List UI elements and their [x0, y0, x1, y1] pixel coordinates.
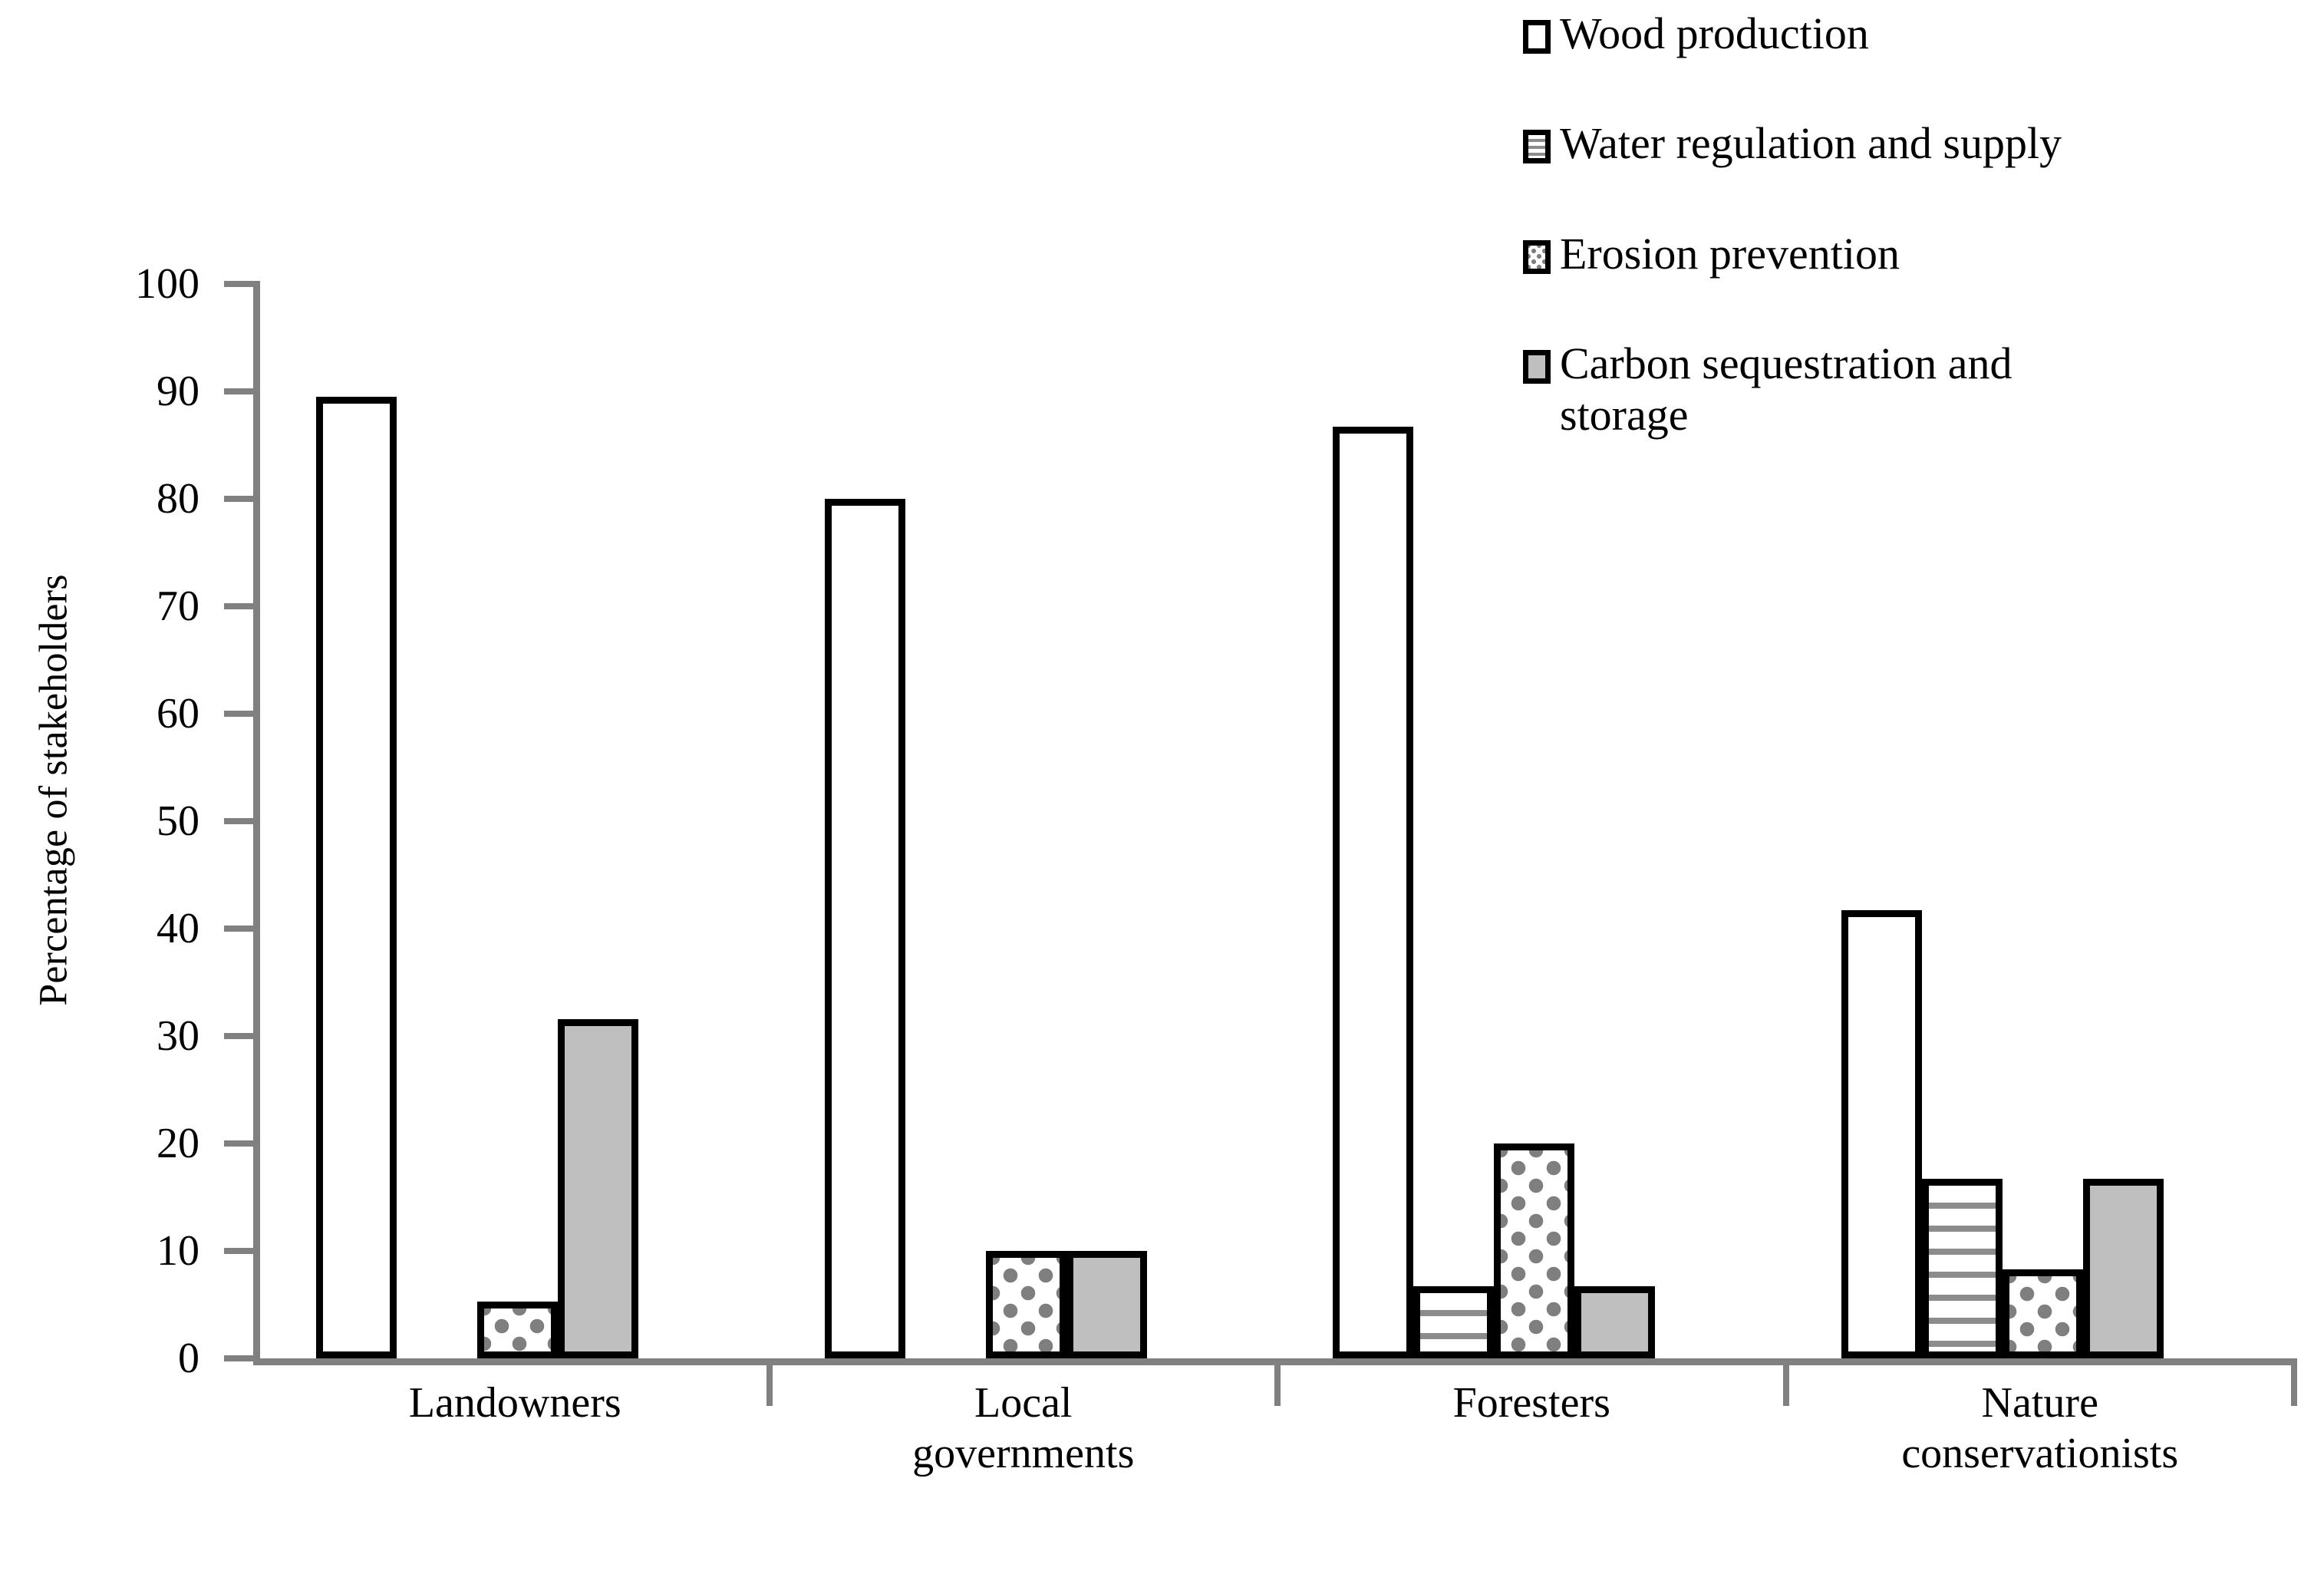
legend-swatch-wood-icon	[1523, 20, 1551, 54]
bar-water[interactable]	[1413, 1286, 1494, 1358]
bar-erosion[interactable]	[1494, 1143, 1574, 1358]
y-tick-label: 50	[157, 797, 199, 845]
y-tick-mark	[224, 1033, 258, 1039]
bar-erosion[interactable]	[985, 1251, 1066, 1358]
y-tick-mark	[224, 711, 258, 717]
y-tick-mark	[224, 818, 258, 824]
legend-label-line: Wood production	[1560, 8, 1869, 58]
x-category-label-line: conservationists	[1901, 1430, 2179, 1478]
bar-wood[interactable]	[1333, 427, 1413, 1358]
y-tick-label: 40	[157, 905, 199, 952]
x-category-label-line: governments	[912, 1430, 1135, 1478]
legend-label-line: Erosion prevention	[1560, 228, 1900, 279]
y-tick-label: 10	[157, 1227, 199, 1275]
bar-wood[interactable]	[316, 397, 397, 1358]
bar-carbon[interactable]	[1574, 1286, 1655, 1358]
bar-group	[770, 284, 1278, 1358]
legend-item[interactable]: Water regulation and supply	[1523, 117, 2321, 169]
bar-wood[interactable]	[1841, 910, 1922, 1358]
bar-erosion[interactable]	[2002, 1269, 2083, 1358]
bar-carbon[interactable]	[2082, 1179, 2164, 1358]
y-tick-mark	[224, 1140, 258, 1147]
legend-label: Water regulation and supply	[1560, 117, 2062, 169]
legend-label-line: Carbon sequestration and	[1560, 338, 2012, 388]
legend-swatch-carbon-icon	[1523, 349, 1551, 384]
y-tick-label: 20	[157, 1120, 199, 1167]
x-category-label-line: Nature	[1981, 1379, 2098, 1427]
x-category-separator	[766, 1358, 773, 1406]
y-tick-mark	[224, 1355, 258, 1361]
legend-label-line: storage	[1560, 390, 1689, 441]
y-tick-label: 30	[157, 1012, 199, 1060]
x-axis-line	[253, 1358, 2294, 1365]
y-tick-mark	[224, 496, 258, 502]
legend-item[interactable]: Erosion prevention	[1523, 228, 2321, 279]
y-tick-mark	[224, 388, 258, 394]
bar-wood[interactable]	[824, 499, 905, 1358]
plot-area	[224, 281, 2297, 1406]
x-category-separator	[1274, 1358, 1281, 1406]
y-tick-label: 80	[157, 475, 199, 523]
x-category-label-line: Foresters	[1452, 1379, 1610, 1427]
legend-label-line: Water regulation and supply	[1560, 118, 2062, 169]
bar-carbon[interactable]	[558, 1018, 638, 1358]
x-category-label: Landowners	[261, 1378, 770, 1428]
x-category-label-line: Local	[974, 1379, 1073, 1427]
x-category-separator	[2291, 1358, 2297, 1406]
bar-water[interactable]	[1921, 1179, 2003, 1358]
y-tick-label: 100	[135, 260, 199, 308]
legend-swatch-water-icon	[1523, 130, 1551, 164]
bar-group	[261, 284, 770, 1358]
x-category-label: Foresters	[1277, 1378, 1786, 1428]
y-tick-mark	[224, 281, 258, 287]
x-category-separator	[1782, 1358, 1789, 1406]
y-tick-label: 60	[157, 690, 199, 738]
y-tick-mark	[224, 603, 258, 609]
bar-carbon[interactable]	[1066, 1251, 1147, 1358]
bar-group	[1786, 284, 2295, 1358]
y-tick-mark	[224, 1248, 258, 1254]
x-category-label-line: Landowners	[408, 1379, 621, 1427]
bar-group	[1277, 284, 1786, 1358]
y-tick-label: 0	[178, 1335, 199, 1382]
legend-label: Wood production	[1560, 8, 1869, 59]
bar-erosion[interactable]	[477, 1301, 558, 1358]
legend-item[interactable]: Wood production	[1523, 8, 2321, 59]
y-tick-label: 70	[157, 582, 199, 630]
legend-swatch-erosion-icon	[1523, 239, 1551, 274]
y-tick-mark	[224, 926, 258, 932]
legend-label: Erosion prevention	[1560, 228, 1900, 279]
y-tick-label: 90	[157, 368, 199, 415]
